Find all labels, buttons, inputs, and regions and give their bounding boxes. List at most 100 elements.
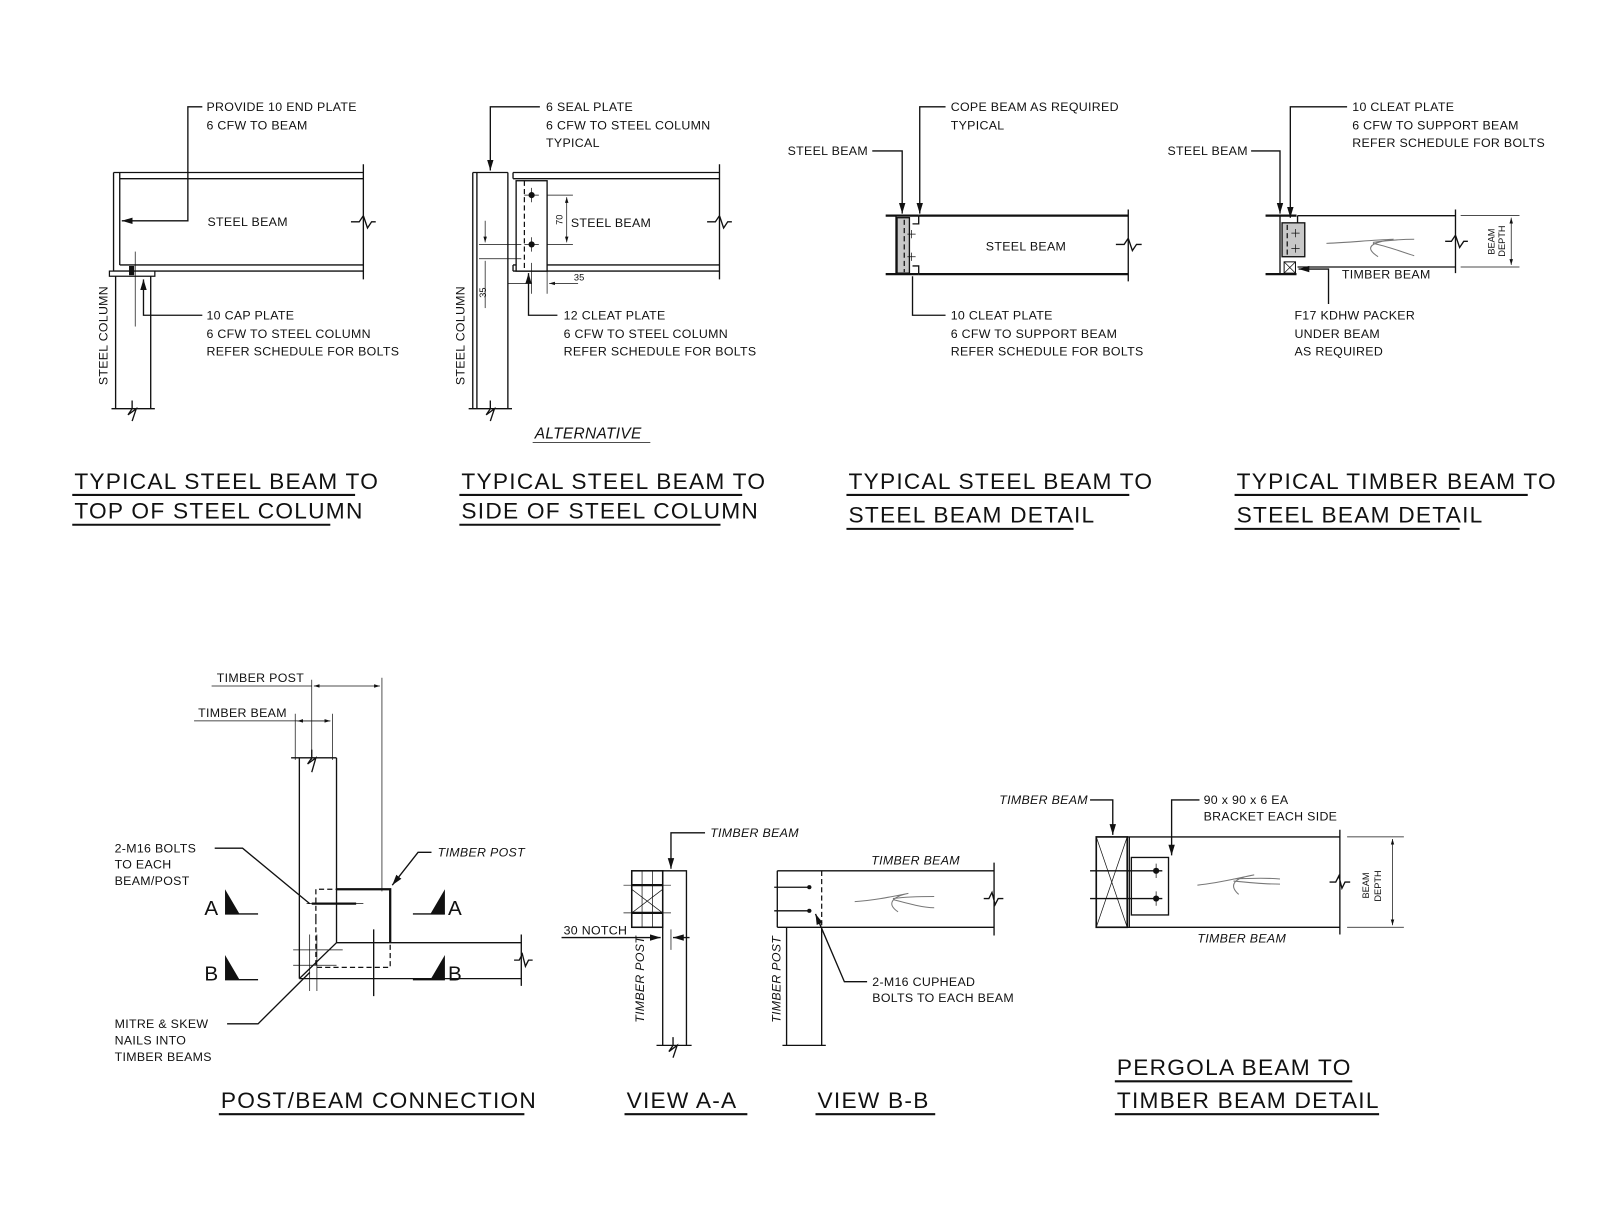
bolts-note: 2-M16 BOLTS bbox=[115, 841, 197, 855]
column-label: STEEL COLUMN bbox=[96, 286, 110, 385]
post-label: TIMBER POST bbox=[438, 845, 526, 859]
mitre-note: TIMBER BEAMS bbox=[115, 1050, 212, 1064]
packer-note: F17 KDHW PACKER bbox=[1294, 308, 1415, 322]
cleat-plate bbox=[1281, 222, 1306, 258]
seal-plate-note: 6 SEAL PLATE bbox=[546, 100, 633, 114]
cleat-plate-note: REFER SCHEDULE FOR BOLTS bbox=[564, 344, 757, 358]
cap-plate-note: 10 CAP PLATE bbox=[206, 308, 294, 322]
section-mark-a-left bbox=[225, 889, 259, 915]
detail-steel-beam-top-of-column: PROVIDE 10 END PLATE 6 CFW TO BEAM STEEL… bbox=[72, 100, 399, 526]
timber-post-drawing bbox=[291, 749, 338, 979]
seal-plate-note: 6 CFW TO STEEL COLUMN bbox=[546, 118, 710, 132]
beam-label: STEEL BEAM bbox=[986, 240, 1066, 254]
bolt-icon bbox=[524, 187, 539, 203]
detail-title: TIMBER BEAM DETAIL bbox=[1117, 1087, 1380, 1113]
detail-title: POST/BEAM CONNECTION bbox=[221, 1087, 537, 1113]
section-label-a: A bbox=[204, 897, 219, 920]
beam-label: TIMBER BEAM bbox=[1197, 932, 1286, 946]
detail-steel-beam-to-steel-beam: STEEL BEAM STEEL BEAM COPE BEAM AS REQUI… bbox=[788, 100, 1154, 530]
timber-beam-drawing bbox=[298, 929, 533, 997]
detail-title: TYPICAL STEEL BEAM TO bbox=[74, 468, 379, 494]
detail-steel-beam-side-of-column: 70 STEEL BEAM 35 35 6 SEAL PLATE 6 CFW T… bbox=[453, 100, 766, 526]
cleat-plate bbox=[896, 217, 911, 274]
cleat-plate-note: 12 CLEAT PLATE bbox=[564, 308, 666, 322]
packer-note: AS REQUIRED bbox=[1294, 344, 1383, 358]
steel-beam-drawing bbox=[112, 164, 376, 280]
post-label: TIMBER POST bbox=[633, 935, 647, 1023]
bolts-note: 2-M16 CUPHEAD bbox=[872, 975, 975, 989]
end-plate-note: 6 CFW TO BEAM bbox=[206, 118, 307, 132]
bolt-icon bbox=[524, 237, 539, 252]
dim-bolt-spacing: 70 bbox=[555, 215, 565, 225]
beam-depth-label: BEAM bbox=[1361, 872, 1371, 898]
detail-pergola-beam: BEAM DEPTH TIMBER BEAM 90 x 90 x 6 EA BR… bbox=[999, 793, 1404, 1116]
support-beam-label: TIMBER BEAM bbox=[999, 793, 1088, 807]
cope-note: COPE BEAM AS REQUIRED bbox=[951, 100, 1119, 114]
detail-title: TYPICAL STEEL BEAM TO bbox=[461, 468, 766, 494]
detail-title: STEEL BEAM DETAIL bbox=[1237, 502, 1484, 528]
cleat-plate-note: 10 CLEAT PLATE bbox=[951, 308, 1053, 322]
beam-depth-label: DEPTH bbox=[1497, 225, 1507, 256]
dim-edge-vertical: 35 bbox=[478, 288, 488, 298]
detail-post-beam-connection: TIMBER POST TIMBER BEAM A B A B 2-M16 BO… bbox=[115, 671, 537, 1116]
beam-label: TIMBER BEAM bbox=[710, 826, 799, 840]
bracket-note: BRACKET EACH SIDE bbox=[1204, 810, 1338, 824]
section-mark-a-right bbox=[412, 889, 445, 915]
steel-beam-drawing bbox=[512, 164, 732, 280]
bolts-note: BOLTS TO EACH BEAM bbox=[872, 991, 1014, 1005]
mitre-note: MITRE & SKEW bbox=[115, 1017, 209, 1031]
beam-label: STEEL BEAM bbox=[571, 216, 651, 230]
detail-timber-beam-to-steel-beam: BEAM DEPTH TIMBER BEAM STEEL BEAM 10 CLE… bbox=[1167, 100, 1557, 530]
section-mark-b-left bbox=[225, 955, 259, 981]
cleat-plate-note: 6 CFW TO SUPPORT BEAM bbox=[951, 327, 1118, 341]
steel-column-drawing bbox=[111, 276, 155, 422]
cope-note: TYPICAL bbox=[951, 118, 1005, 132]
notch-label: 30 NOTCH bbox=[564, 923, 628, 937]
detail-title: PERGOLA BEAM TO bbox=[1117, 1054, 1352, 1080]
detail-view-b-b: TIMBER BEAM 2-M16 CUPHEAD BOLTS TO EACH … bbox=[769, 854, 1014, 1116]
alternative-label: ALTERNATIVE bbox=[534, 426, 642, 443]
support-beam-label: STEEL BEAM bbox=[1167, 144, 1247, 158]
detail-title: TYPICAL TIMBER BEAM TO bbox=[1237, 468, 1557, 494]
packer-icon bbox=[1283, 261, 1296, 274]
detail-title: STEEL BEAM DETAIL bbox=[849, 502, 1096, 528]
cleat-plate-note: REFER SCHEDULE FOR BOLTS bbox=[951, 344, 1144, 358]
end-plate-note: PROVIDE 10 END PLATE bbox=[206, 100, 356, 114]
section-label-a: A bbox=[448, 897, 463, 920]
cleat-plate-note: 6 CFW TO STEEL COLUMN bbox=[564, 327, 728, 341]
detail-title: VIEW B-B bbox=[818, 1087, 930, 1113]
packer-note: UNDER BEAM bbox=[1294, 327, 1380, 341]
bracket-note: 90 x 90 x 6 EA bbox=[1204, 793, 1289, 807]
detail-title: TYPICAL STEEL BEAM TO bbox=[849, 468, 1154, 494]
section-label-b: B bbox=[448, 963, 463, 986]
detail-title: SIDE OF STEEL COLUMN bbox=[461, 498, 759, 524]
timber-beam-drawing bbox=[1296, 209, 1468, 274]
post-label: TIMBER POST bbox=[769, 935, 783, 1023]
steel-beam-drawing bbox=[912, 209, 1142, 282]
mitre-note: NAILS INTO bbox=[115, 1033, 187, 1047]
dim-beam-label: TIMBER BEAM bbox=[198, 706, 287, 720]
detail-title: VIEW A-A bbox=[627, 1087, 738, 1113]
cap-plate-note: 6 CFW TO STEEL COLUMN bbox=[206, 327, 370, 341]
bolts-note: BEAM/POST bbox=[115, 874, 190, 888]
detail-view-a-a: TIMBER BEAM 30 NOTCH TIMBER POST VIEW A-… bbox=[561, 826, 799, 1116]
detail-title: TOP OF STEEL COLUMN bbox=[74, 498, 363, 524]
beam-label: TIMBER BEAM bbox=[871, 854, 960, 868]
beam-label: STEEL BEAM bbox=[207, 215, 287, 229]
cleat-plate-note: 10 CLEAT PLATE bbox=[1352, 100, 1454, 114]
section-label-b: B bbox=[204, 963, 219, 986]
beam-label: TIMBER BEAM bbox=[1342, 267, 1431, 281]
dim-edge-horizontal: 35 bbox=[574, 272, 584, 282]
cleat-plate-note: REFER SCHEDULE FOR BOLTS bbox=[1352, 136, 1545, 150]
beam-depth-label: DEPTH bbox=[1373, 870, 1383, 901]
section-mark-b-right bbox=[412, 955, 445, 981]
cleat-plate-note: 6 CFW TO SUPPORT BEAM bbox=[1352, 118, 1519, 132]
dim-post-label: TIMBER POST bbox=[217, 671, 304, 685]
steel-column-drawing bbox=[468, 171, 512, 422]
bolts-note: TO EACH bbox=[115, 858, 172, 872]
beam-depth-label: BEAM bbox=[1487, 229, 1497, 255]
weld-mark bbox=[129, 265, 135, 276]
seal-plate-note: TYPICAL bbox=[546, 136, 600, 150]
column-label: STEEL COLUMN bbox=[453, 286, 467, 385]
